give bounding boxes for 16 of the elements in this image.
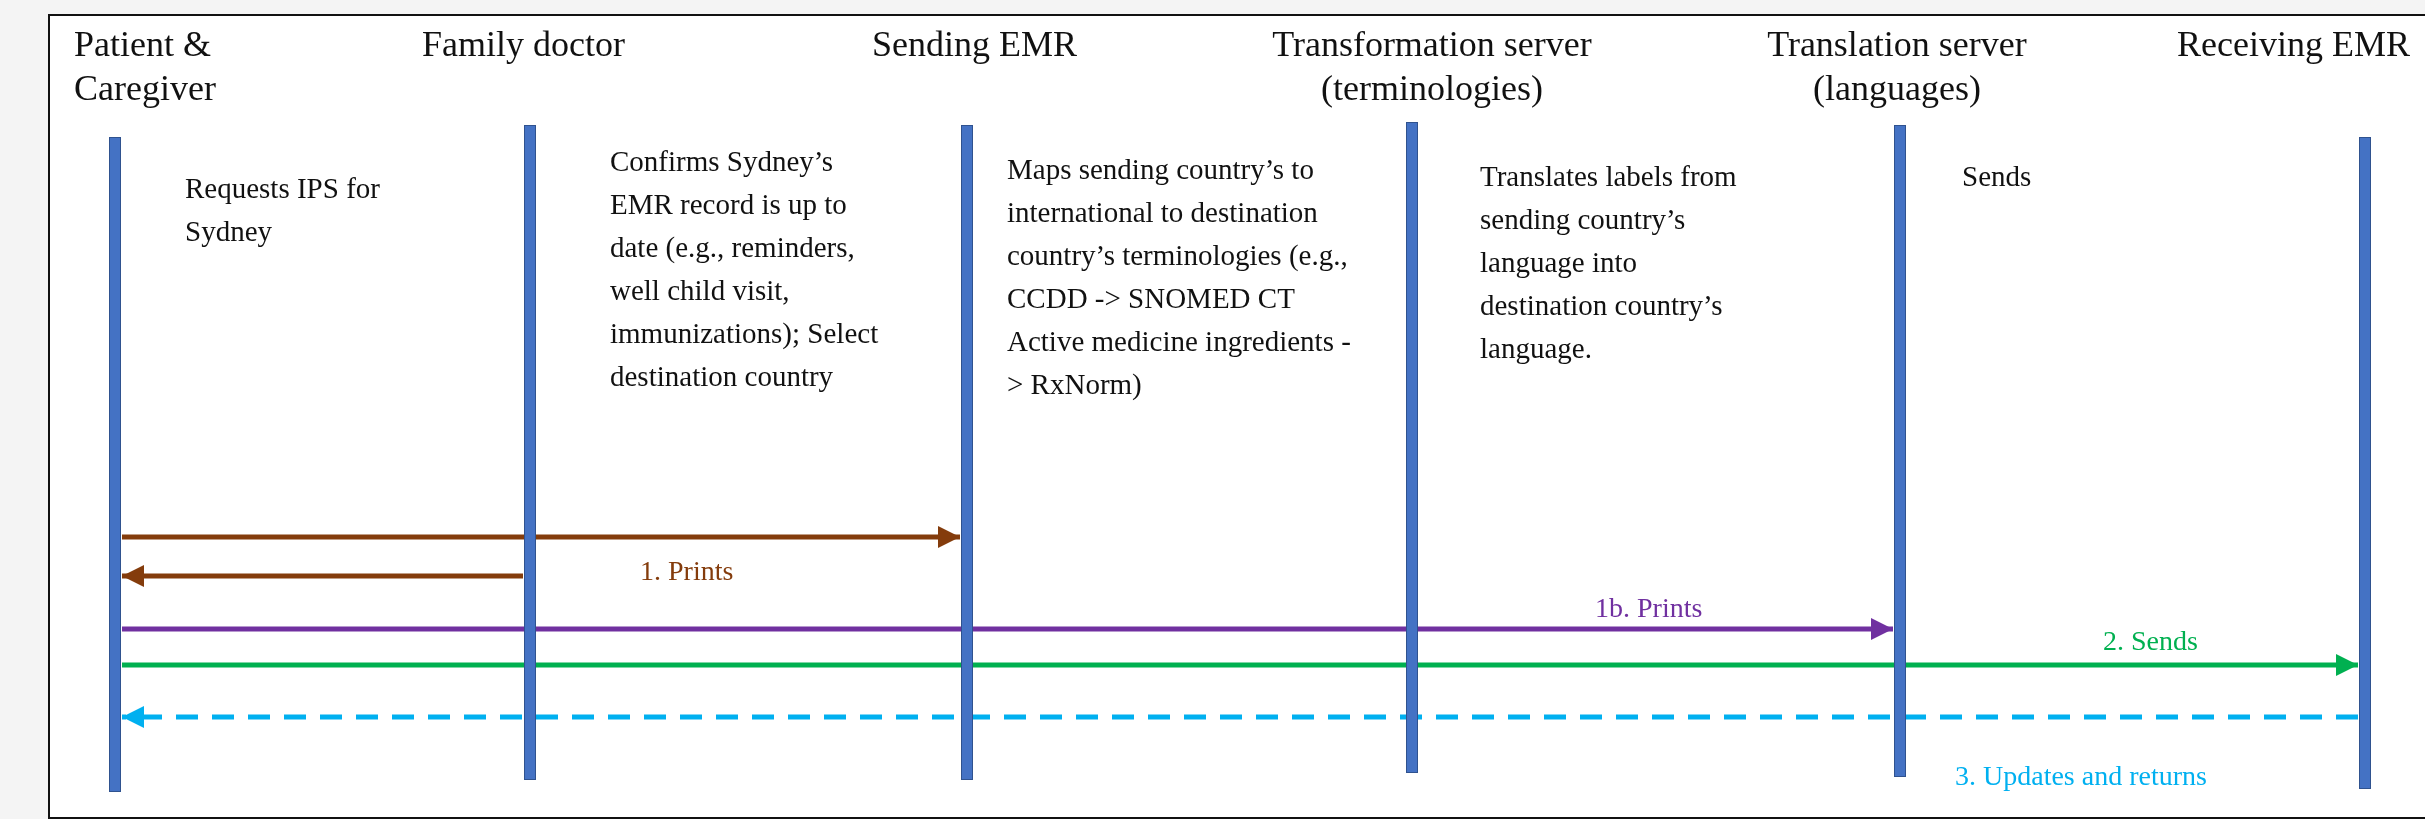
arrow (122, 618, 1893, 640)
arrow (122, 526, 960, 548)
step-note: Translates labels from sending country’s language into destination country’s language. (1480, 159, 1738, 366)
lifeline-heading: Translation server (languages) (1766, 23, 2028, 110)
step-note: Sends (1962, 159, 2033, 194)
step-note: Confirms Sydney’s EMR record is up to date (e.g., reminders, well child visit, immunizations); Select destination country (610, 144, 880, 394)
lifeline-heading: Family doctor (422, 23, 626, 66)
lifeline-heading: Receiving EMR (2177, 23, 2411, 66)
lifeline-heading: Sending EMR (872, 23, 1078, 66)
lifeline-heading: Transformation server (terminologies) (1271, 23, 1593, 110)
lifeline-heading: Patient & Caregiver (74, 23, 217, 110)
step-note: Maps sending country’s to international to destination country’s terminologies (e.g., CCDD -> SNOMED CT Active medicine ingredients -> RxNorm) (1007, 152, 1352, 402)
arrow (122, 654, 2358, 676)
step-note: Requests IPS for Sydney (185, 171, 381, 249)
arrow (122, 706, 2358, 728)
arrow (122, 565, 523, 587)
